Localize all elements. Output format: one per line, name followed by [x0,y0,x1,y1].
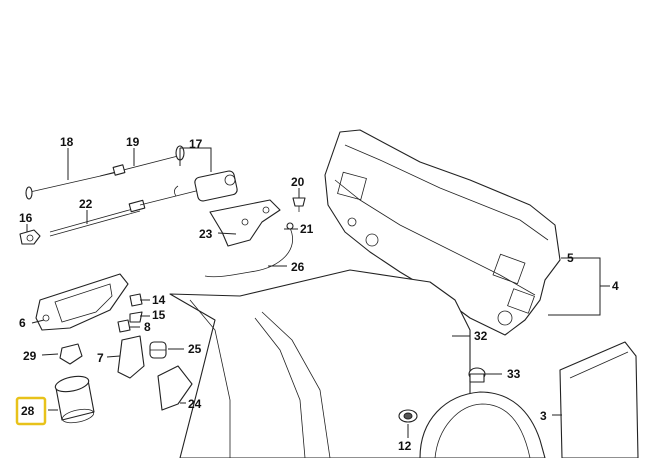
part-4-rear-panel [324,129,561,336]
label-part-26[interactable]: 26 [291,260,305,274]
label-part-22[interactable]: 22 [79,197,93,211]
label-part-25[interactable]: 25 [188,342,202,356]
leader-lines [26,147,610,438]
label-part-32[interactable]: 32 [474,329,488,343]
label-part-16[interactable]: 16 [19,211,33,225]
part-6-filler-flap [35,273,129,331]
part-16-clip [19,229,41,245]
label-part-7[interactable]: 7 [97,351,104,365]
part-15-clip [129,311,143,323]
part-24-bracket [157,365,193,411]
label-part-5[interactable]: 5 [567,251,574,265]
part-28-sleeve [54,375,95,424]
label-part-19[interactable]: 19 [126,135,140,149]
part-22-pin [49,199,146,237]
label-part-24[interactable]: 24 [188,397,202,411]
part-26-cable [204,227,293,278]
part-14-clip [129,293,143,307]
label-part-6[interactable]: 6 [19,316,26,330]
label-part-17[interactable]: 17 [189,137,203,151]
part-8-clip [117,319,131,333]
highlight-box-28 [15,396,47,426]
label-part-21[interactable]: 21 [300,222,314,236]
part-23-bracket [209,199,281,247]
part-side-panel [169,269,471,458]
part-3-outer-panel [559,341,639,458]
part-33-plug [468,367,486,383]
label-part-8[interactable]: 8 [144,320,151,334]
part-20-screw [292,197,306,212]
part-29-latch [59,343,83,365]
part-25-grommet [149,341,167,359]
part-7-bracket [117,335,145,379]
label-part-15[interactable]: 15 [152,308,166,322]
part-19-cable [99,145,185,177]
label-part-33[interactable]: 33 [507,367,521,381]
label-part-18[interactable]: 18 [60,135,74,149]
label-part-14[interactable]: 14 [152,293,166,307]
label-part-28[interactable]: 28 [21,404,35,418]
label-part-29[interactable]: 29 [23,349,37,363]
part-wheel-house [419,391,546,458]
part-18-rod [25,171,119,200]
label-part-4[interactable]: 4 [612,279,619,293]
label-part-20[interactable]: 20 [291,175,305,189]
part-12-grommet [398,409,418,423]
label-part-23[interactable]: 23 [199,227,213,241]
label-part-12[interactable]: 12 [398,439,412,453]
part-17-actuator [139,170,238,206]
label-part-3[interactable]: 3 [540,409,547,423]
